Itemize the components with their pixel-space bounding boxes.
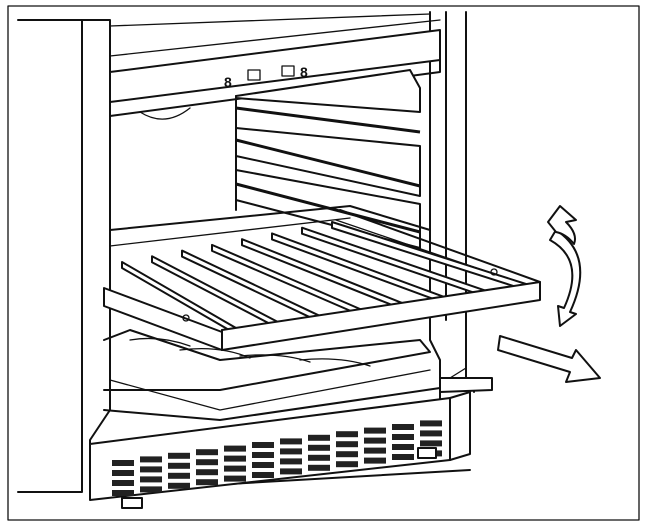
grille-vent	[252, 472, 274, 478]
grille-vent	[252, 452, 274, 458]
top-shelf-edge	[109, 19, 441, 57]
shelf-rail-screw-left	[182, 314, 190, 322]
grille-vent	[364, 457, 386, 464]
shelf-right-rail-inner	[335, 219, 501, 277]
pull-out-arrow-icon	[497, 335, 601, 383]
grille-vent	[196, 479, 218, 486]
grille-vent	[196, 469, 218, 476]
lower-shelf	[103, 329, 441, 421]
bottle-4	[299, 358, 371, 367]
grille-vent	[392, 444, 414, 450]
grille-vent	[224, 445, 246, 452]
grille-vent	[280, 458, 302, 465]
grille-vent	[280, 438, 302, 445]
grille-vent	[308, 434, 330, 441]
control-glyph-left: 8	[224, 74, 232, 90]
rear-rail-1-lip	[235, 106, 421, 134]
grille-vent	[168, 482, 190, 489]
foot-left	[121, 497, 143, 509]
grille-vent	[252, 462, 274, 468]
grille-vent	[252, 442, 274, 448]
grille-vent	[112, 460, 134, 466]
grille-vent	[392, 424, 414, 430]
grille-vent	[364, 447, 386, 454]
curved-double-arrow-icon	[547, 205, 582, 327]
grille-vent	[112, 480, 134, 486]
rear-shelf-rails	[235, 69, 421, 249]
interior-light	[139, 107, 191, 120]
top-interior-edge	[109, 13, 431, 27]
control-button-right	[281, 65, 295, 77]
grille-vent	[336, 461, 358, 468]
grille-vent	[112, 490, 134, 496]
grille-vents	[112, 420, 442, 496]
grille-vent	[196, 459, 218, 466]
grille-vent	[168, 462, 190, 469]
grille-side	[449, 391, 471, 461]
base-grille	[89, 391, 471, 501]
shelf-right-rail	[339, 209, 541, 283]
cabinet-left-wall	[17, 19, 83, 493]
grille-vent	[364, 427, 386, 434]
grille-vent	[420, 420, 442, 427]
door-frame-inner	[429, 11, 441, 441]
shelf-back-frame	[109, 205, 431, 231]
grille-vent	[140, 486, 162, 493]
lower-floor	[103, 387, 441, 421]
grille-vent	[420, 430, 442, 437]
grille-vent	[336, 451, 358, 458]
grille-vent	[336, 431, 358, 438]
figure-border	[7, 5, 640, 521]
shelf-rail-screw	[490, 268, 498, 276]
control-glyph-right: 8	[300, 64, 308, 80]
shelf-slats	[121, 221, 527, 335]
hinge-detail	[449, 367, 467, 379]
grille-vent	[336, 441, 358, 448]
grille-vent	[140, 466, 162, 473]
grille-vent	[112, 470, 134, 476]
grille-vent	[280, 448, 302, 455]
control-button-left	[247, 69, 261, 81]
grille-vent	[168, 472, 190, 479]
rear-rail-2-lip	[235, 138, 421, 188]
grille-vent	[364, 437, 386, 444]
pull-out-arrow-body	[497, 335, 601, 383]
grille-vent	[140, 476, 162, 483]
grille-vent	[308, 454, 330, 461]
grille-vent	[224, 455, 246, 462]
curved-arrow-head-top	[547, 205, 577, 245]
lower-shelf-frame	[103, 329, 431, 391]
shelf-back-frame-inner	[109, 217, 351, 247]
grille-vent	[168, 452, 190, 459]
grille-vent	[392, 434, 414, 440]
grille-vent	[420, 440, 442, 447]
grille-vent	[308, 444, 330, 451]
foot-right	[417, 447, 437, 459]
cabinet-inner-left-edge	[81, 19, 111, 493]
grille-vent	[224, 475, 246, 482]
grille-vent	[392, 454, 414, 460]
bottle-1	[129, 337, 191, 347]
bottle-3	[239, 354, 311, 363]
grille-vent	[280, 468, 302, 475]
lower-tray-edge	[109, 369, 431, 411]
curved-arrow-body	[549, 229, 582, 327]
grille-vent	[308, 464, 330, 471]
grille-vent	[196, 449, 218, 456]
pull-out-shelf	[103, 209, 541, 351]
hinge-bracket	[439, 377, 493, 393]
grille-vent	[140, 456, 162, 463]
grille-vent	[224, 465, 246, 472]
door-frame-outer	[465, 11, 475, 393]
